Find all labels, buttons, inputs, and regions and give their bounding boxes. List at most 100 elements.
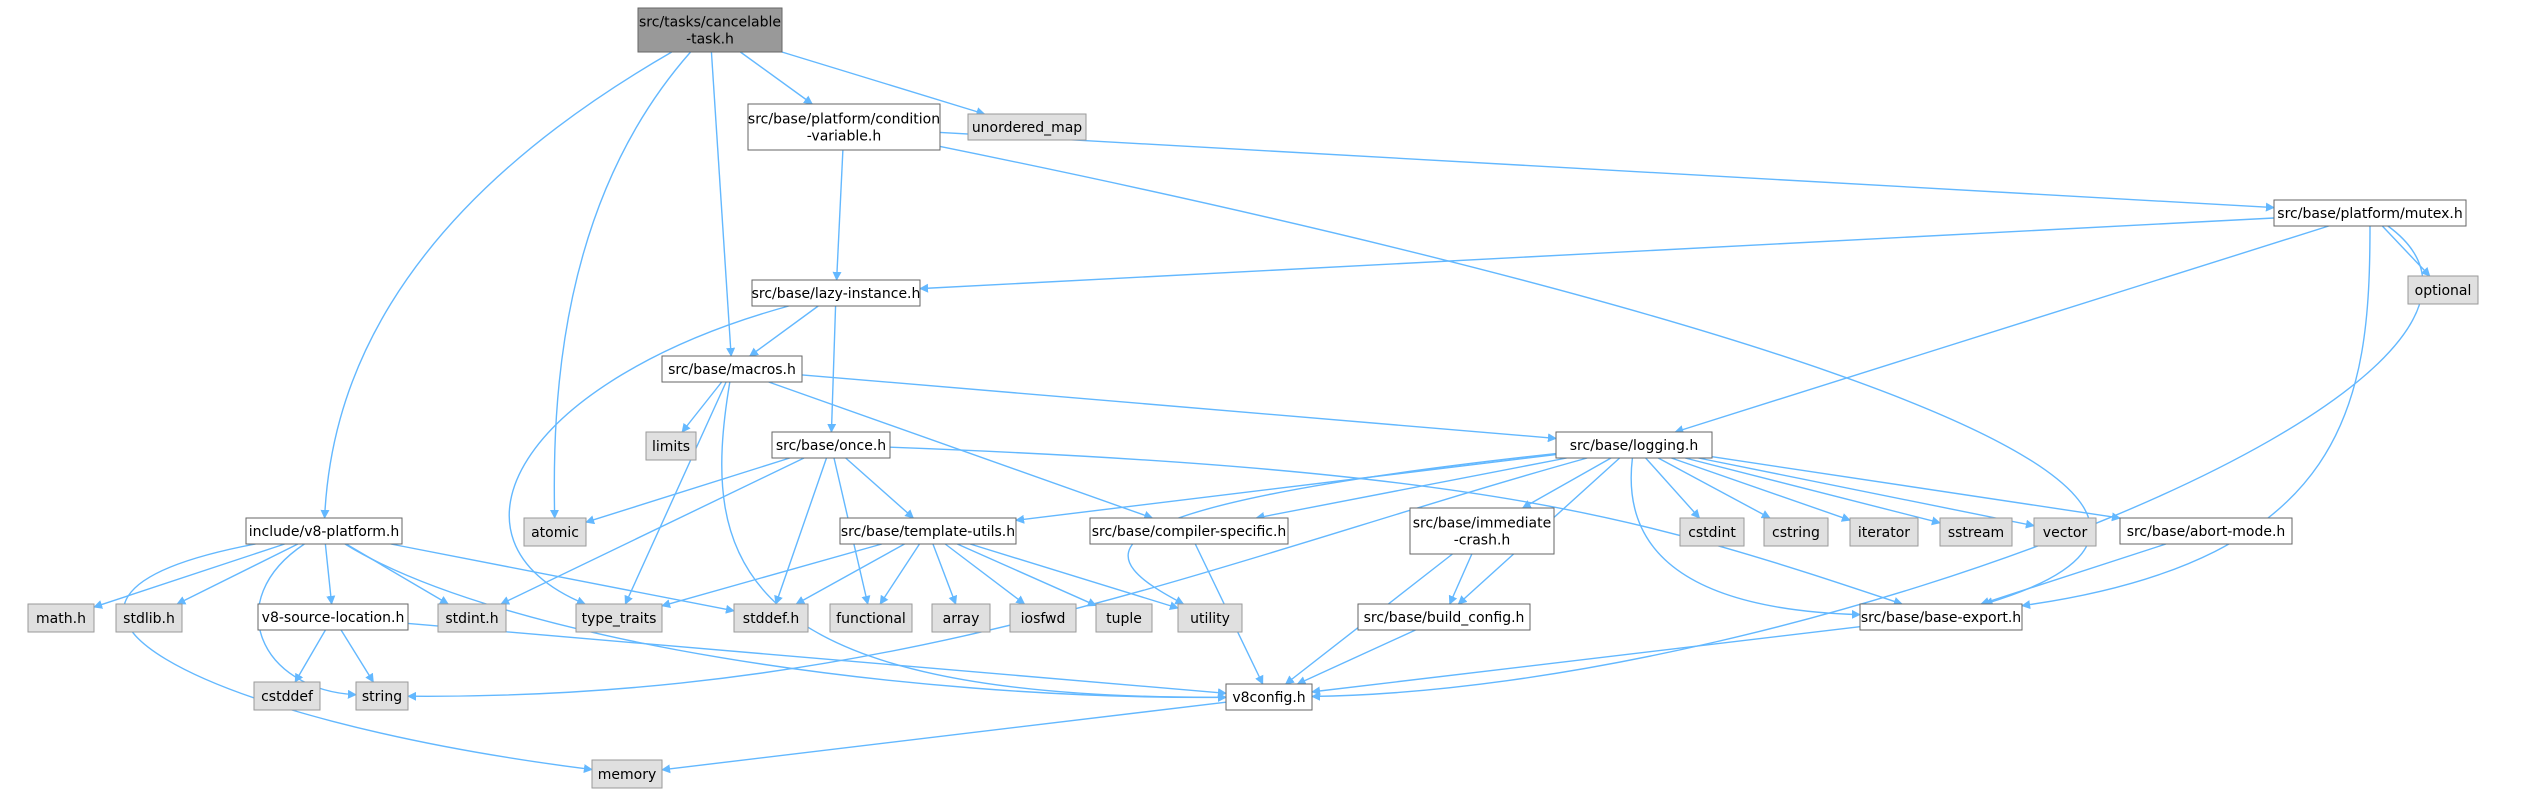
edge-logging-to-abortmode (1711, 456, 2121, 522)
node-label: vector (2043, 525, 2088, 541)
edge-mutex-to-logging (1674, 225, 2329, 434)
edge-baseexport-to-v8config (1311, 625, 1861, 696)
edge-immcrash-to-buildcfg (1448, 553, 1473, 605)
node-box (829, 603, 913, 633)
node-label: src/base/immediate (1413, 516, 1551, 532)
node-mutex[interactable]: src/base/platform/mutex.h (2273, 199, 2467, 227)
node-iosfwd: iosfwd (1009, 603, 1077, 633)
node-condvar[interactable]: src/base/platform/condition-variable.h (747, 103, 941, 151)
node-template[interactable]: src/base/template-utils.h (839, 517, 1017, 545)
node-box (1859, 603, 2023, 631)
node-label: stddef.h (743, 611, 799, 627)
node-platform[interactable]: include/v8-platform.h (245, 517, 403, 545)
node-optional: optional (2407, 275, 2479, 305)
node-limits: limits (645, 431, 697, 461)
node-immcrash[interactable]: src/base/immediate-crash.h (1409, 507, 1555, 555)
node-lazy[interactable]: src/base/lazy-instance.h (751, 279, 921, 307)
node-stddef: stddef.h (733, 603, 809, 633)
node-box (967, 113, 1087, 141)
edge-platform-to-stddef (390, 543, 735, 614)
node-label: sstream (1948, 525, 2004, 541)
node-box (751, 279, 921, 307)
edge-macros-to-limits (681, 381, 723, 433)
node-label: utility (1190, 611, 1230, 627)
node-unordered_map: unordered_map (967, 113, 1087, 141)
node-box (2273, 199, 2467, 227)
node-label: stdint.h (445, 611, 498, 627)
node-box (1409, 507, 1555, 555)
node-label: tuple (1106, 611, 1142, 627)
node-stdint: stdint.h (437, 603, 507, 633)
edge-cancelable-to-macros (710, 51, 736, 357)
node-logging[interactable]: src/base/logging.h (1555, 431, 1713, 459)
node-macros[interactable]: src/base/macros.h (661, 355, 803, 383)
node-type_traits: type_traits (575, 603, 663, 633)
node-box (733, 603, 809, 633)
edge-cancelable-to-condvar (739, 51, 813, 105)
node-memory: memory (591, 759, 663, 789)
node-label: src/base/platform/mutex.h (2277, 206, 2462, 222)
node-label: src/base/once.h (776, 438, 886, 454)
edge-template-to-stddef (795, 543, 905, 605)
node-box (771, 431, 891, 459)
node-label: src/base/platform/condition (748, 112, 940, 128)
node-label: atomic (531, 525, 579, 541)
edges-layer (93, 51, 2431, 774)
edge-platform-to-math (93, 543, 285, 609)
node-label: v8-source-location.h (262, 610, 405, 626)
edge-logging-to-cstring (1657, 457, 1771, 519)
edge-platform-to-v8config (344, 543, 1227, 702)
node-label: src/base/build_config.h (1364, 610, 1525, 626)
node-box (1095, 603, 1153, 633)
edge-condvar-to-mutex (939, 131, 2275, 212)
node-box (2119, 517, 2293, 545)
node-box (115, 603, 183, 633)
edge-once-to-stddef (774, 457, 828, 605)
node-buildcfg[interactable]: src/base/build_config.h (1357, 603, 1531, 631)
node-string: string (355, 681, 409, 711)
edge-logging-to-compiler (1255, 457, 1567, 521)
node-label: unordered_map (972, 120, 1082, 136)
edge-logging-to-iterator (1671, 457, 1851, 522)
edge-once-to-baseexport (889, 446, 1903, 606)
node-stdlib: stdlib.h (115, 603, 183, 633)
node-box (645, 431, 697, 461)
node-cancelable[interactable]: src/tasks/cancelable-task.h (637, 7, 783, 53)
node-cstddef: cstddef (253, 681, 321, 711)
edge-lazy-to-once (827, 305, 837, 433)
edge-logging-to-template (1015, 453, 1557, 524)
edge-once-to-template (845, 457, 915, 519)
node-cstring: cstring (1763, 517, 1829, 547)
edge-template-to-iosfwd (944, 543, 1026, 605)
node-abortmode[interactable]: src/base/abort-mode.h (2119, 517, 2293, 545)
node-box (1849, 517, 1919, 547)
node-label: stdlib.h (123, 611, 175, 627)
node-box (931, 603, 991, 633)
edge-abortmode-to-baseexport (1980, 543, 2167, 606)
node-box (1009, 603, 1077, 633)
node-box (1763, 517, 1829, 547)
node-label: src/base/compiler-specific.h (1092, 524, 1287, 540)
node-baseexport[interactable]: src/base/base-export.h (1859, 603, 2023, 631)
node-box (747, 103, 941, 151)
node-label: cstdint (1688, 525, 1736, 541)
edge-lazy-to-macros (749, 305, 819, 357)
node-label: src/base/lazy-instance.h (752, 286, 921, 302)
edge-logging-to-vector (1698, 457, 2035, 529)
edge-macros-to-type_traits (624, 381, 727, 605)
node-sstream: sstream (1939, 517, 2013, 547)
node-label: memory (598, 767, 657, 783)
node-label: math.h (36, 611, 86, 627)
node-label: src/base/template-utils.h (841, 524, 1015, 540)
node-box (2407, 275, 2479, 305)
node-srcloc[interactable]: v8-source-location.h (257, 603, 409, 631)
node-utility: utility (1177, 603, 1243, 633)
node-compiler[interactable]: src/base/compiler-specific.h (1089, 517, 1289, 545)
edge-platform-to-stdlib (176, 543, 299, 605)
edge-template-to-utility (969, 543, 1179, 611)
node-label: cstddef (261, 689, 314, 705)
node-once[interactable]: src/base/once.h (771, 431, 891, 459)
edge-platform-to-string (257, 543, 357, 699)
node-v8config[interactable]: v8config.h (1225, 683, 1313, 711)
